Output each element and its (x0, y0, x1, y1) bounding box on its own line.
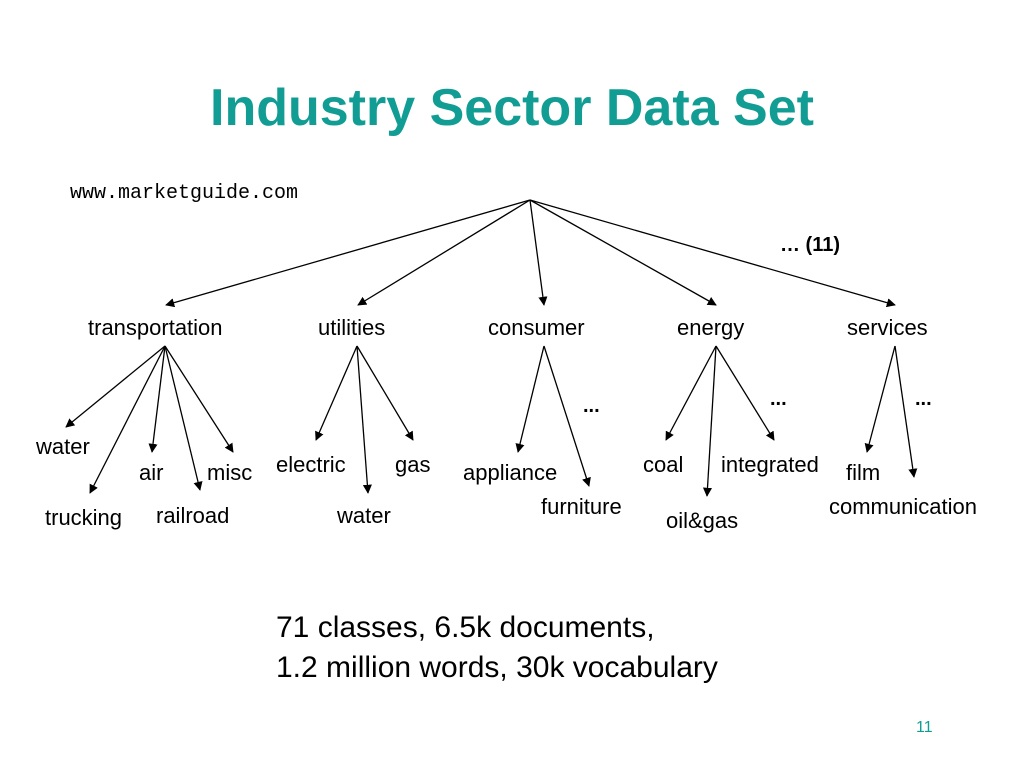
root-more-count: … (11) (780, 234, 841, 256)
dataset-summary: 71 classes, 6.5k documents, 1.2 million … (276, 608, 718, 688)
edge-root-consumer (529, 199, 548, 306)
edge-root-services (529, 199, 896, 308)
leaf-energy-coal: coal (643, 452, 684, 477)
leaf-utilities-gas: gas (395, 452, 431, 477)
edge-energy-integrated (715, 345, 775, 441)
leaf-transportation-misc: misc (207, 460, 253, 485)
sector-transportation: transportation (88, 315, 223, 340)
leaf-transportation-trucking: trucking (45, 505, 123, 530)
sector-energy: energy (677, 315, 745, 340)
edge-root-energy (529, 199, 717, 306)
edge-services-film (864, 345, 896, 453)
slide-title: Industry Sector Data Set (210, 79, 814, 137)
leaf-services-film: film (846, 460, 881, 485)
edge-services-communication (894, 345, 918, 478)
edge-consumer-appliance (515, 345, 545, 453)
edge-root-utilities (357, 199, 531, 306)
consumer-more: ... (583, 395, 600, 417)
energy-more: ... (770, 388, 787, 410)
leaf-energy-oilgas: oil&gas (666, 508, 739, 533)
leaf-consumer-furniture: furniture (541, 494, 622, 519)
summary-line-2: 1.2 million words, 30k vocabulary (276, 651, 718, 684)
services-more: ... (915, 388, 932, 410)
edge-energy-oilgas (702, 345, 717, 497)
sector-services: services (847, 315, 928, 340)
edge-utilities-water (356, 345, 372, 494)
leaf-services-communication: communication (829, 494, 977, 519)
page-number: 11 (916, 719, 933, 736)
leaf-energy-integrated: integrated (721, 452, 819, 477)
edge-transportation-trucking (89, 345, 166, 494)
leaf-utilities-electric: electric (276, 452, 346, 477)
edge-energy-coal (665, 345, 717, 441)
edge-utilities-electric (315, 345, 358, 441)
edge-root-transportation (165, 199, 531, 308)
edge-utilities-gas (356, 345, 414, 441)
leaf-transportation-water: water (36, 434, 90, 459)
leaf-consumer-appliance: appliance (463, 460, 558, 485)
sector-utilities: utilities (318, 315, 386, 340)
leaf-utilities-water: water (337, 503, 391, 528)
leaf-transportation-air: air (139, 460, 164, 485)
edge-transportation-misc (164, 345, 234, 453)
edge-transportation-water (65, 345, 166, 428)
edge-transportation-air (148, 345, 166, 453)
source-url: www.marketguide.com (70, 182, 299, 205)
edge-consumer-furniture (543, 345, 591, 487)
sector-consumer: consumer (488, 315, 585, 340)
leaf-transportation-railroad: railroad (156, 503, 230, 528)
summary-line-1: 71 classes, 6.5k documents, (276, 611, 655, 644)
edge-transportation-railroad (164, 345, 203, 491)
